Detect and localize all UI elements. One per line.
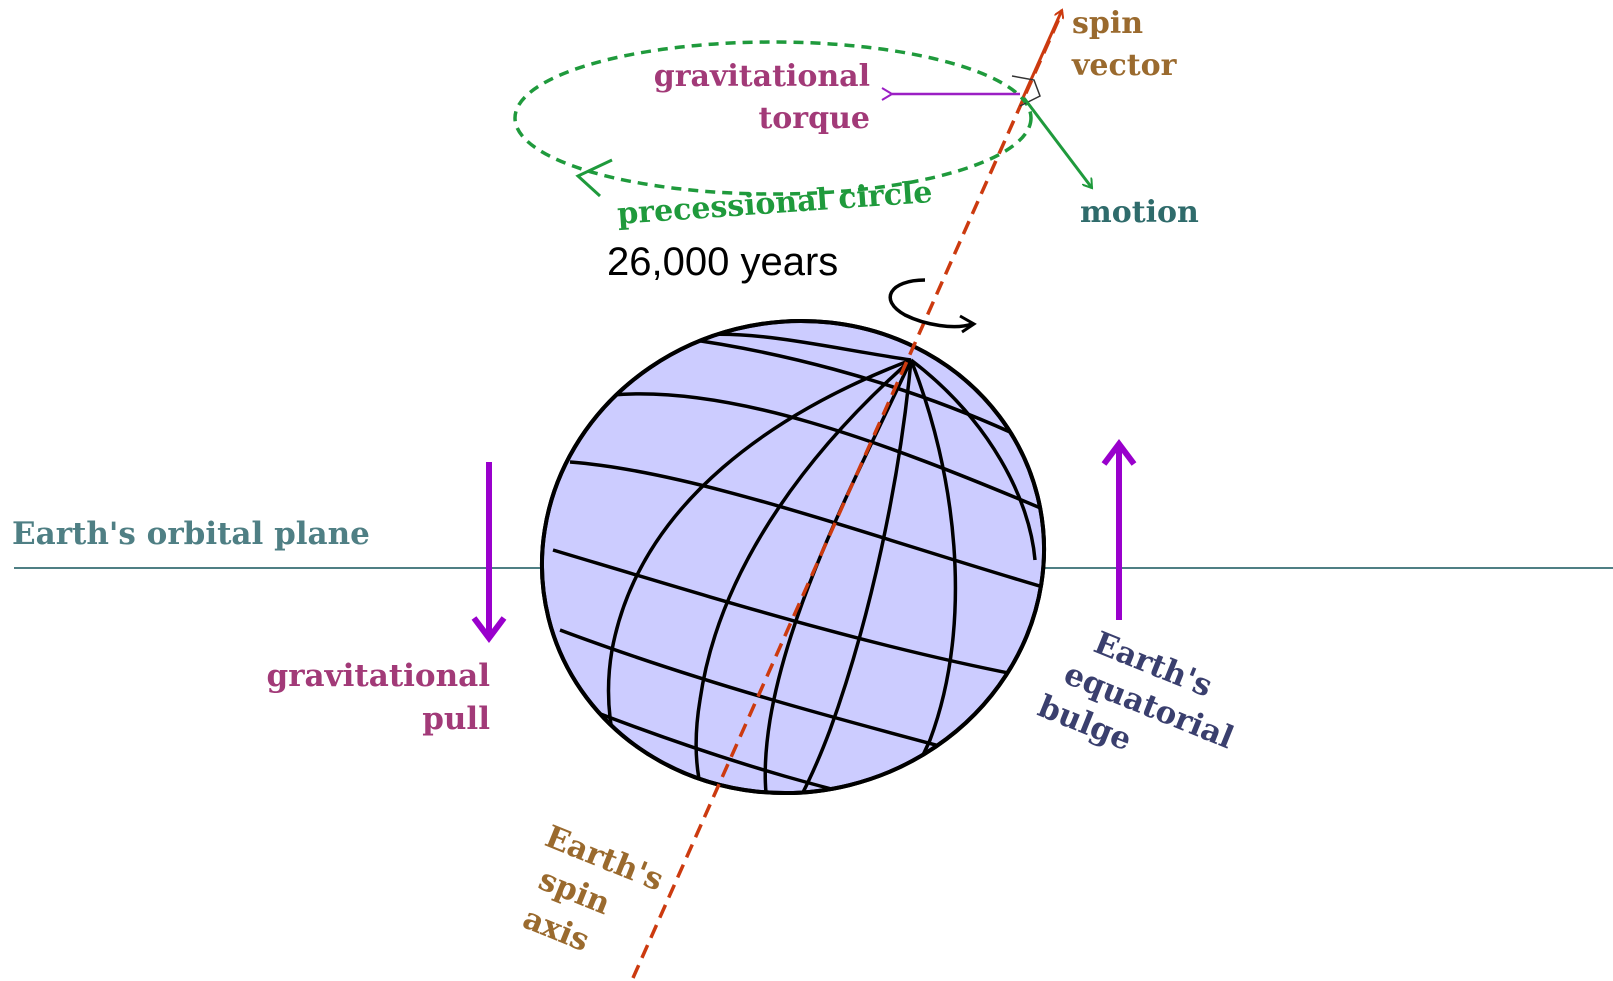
spin-vector-label-line2: vector <box>1071 48 1178 83</box>
gravitational-pull-arrow <box>471 462 507 643</box>
spin-axis-line <box>631 11 1064 979</box>
precessional-circle-arrowhead <box>575 158 613 198</box>
gravitational-pull-label-line1: gravitational <box>267 658 490 694</box>
precession-period-label: 26,000 years <box>607 240 838 284</box>
latitude-line <box>552 548 1046 682</box>
gravitational-torque-label-line1: gravitational <box>654 59 870 94</box>
spin-vector-label-line1: spin <box>1072 6 1143 41</box>
spin-vector-arrow <box>1020 10 1062 101</box>
motion-arrow <box>1022 97 1094 188</box>
gravitational-torque-label-line2: torque <box>758 101 870 136</box>
orbital-plane-label: Earth's orbital plane <box>12 516 370 552</box>
rotation-arrow <box>888 278 973 329</box>
globe-outline <box>539 318 1047 796</box>
latitude-line <box>611 392 1051 514</box>
right-angle-marker <box>1011 75 1041 107</box>
globe-grid-lines <box>552 332 1061 841</box>
gravitational-pull-label-line2: pull <box>422 701 490 737</box>
precessional-circle-label: precessional circle <box>616 175 933 232</box>
latitude-line <box>679 336 1011 434</box>
rotation-arrowhead <box>959 314 977 334</box>
earth-globe <box>539 318 1061 841</box>
motion-label: motion <box>1080 195 1199 230</box>
longitude-line <box>909 358 1037 561</box>
bulge-pull-arrow <box>1101 439 1137 620</box>
longitude-line <box>788 359 913 816</box>
equatorial-bulge-label: Earth's equatorial bulge <box>1033 625 1239 759</box>
latitude-line <box>569 460 1061 594</box>
precessional-circle <box>513 40 1033 196</box>
